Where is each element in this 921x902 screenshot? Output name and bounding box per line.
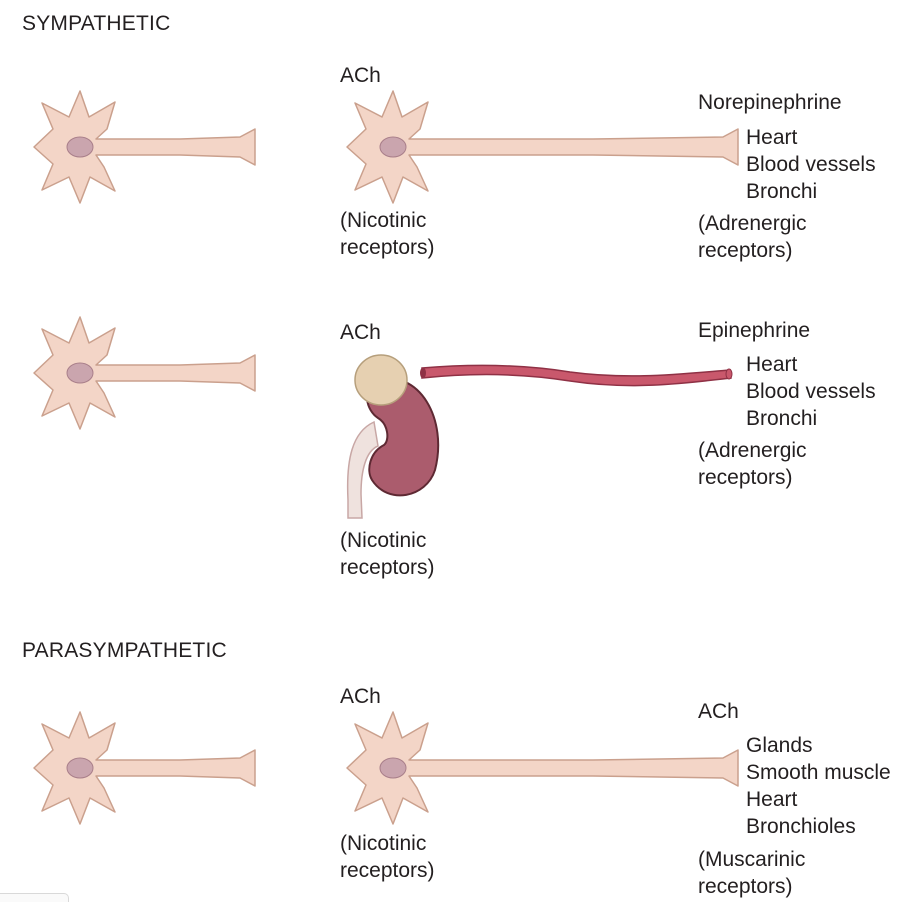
postganglionic-neuron-parasympathetic: [346, 711, 739, 825]
parasympathetic-targets: Glands Smooth muscle Heart Bronchioles: [746, 734, 891, 838]
sympathetic-2-ganglion-receptor: (Nicotinic receptors): [340, 529, 435, 579]
sympathetic-heading: SYMPATHETIC: [22, 12, 171, 35]
preganglionic-neuron-parasympathetic: [33, 711, 256, 825]
blood-vessel: [420, 364, 733, 387]
sympathetic-1-target-receptor: (Adrenergic receptors): [698, 212, 807, 262]
parasympathetic-target-receptor: (Muscarinic receptors): [698, 848, 806, 898]
postganglionic-neuron-sympathetic-1: [346, 90, 739, 204]
adrenal-kidney-illustration: [346, 354, 440, 519]
parasympathetic-heading: PARASYMPATHETIC: [22, 639, 227, 662]
corner-tab: [0, 893, 69, 902]
kidney-shape: [366, 377, 440, 497]
parasympathetic-ganglion-receptor: (Nicotinic receptors): [340, 832, 435, 882]
preganglionic-neuron-sympathetic-2: [33, 316, 256, 430]
sympathetic-2-targets: Heart Blood vessels Bronchi: [746, 353, 876, 430]
sympathetic-2-target-transmitter: Epinephrine: [698, 319, 811, 342]
sympathetic-1-ganglion-transmitter: ACh: [340, 64, 381, 87]
adrenal-gland-shape: [354, 354, 408, 406]
sympathetic-2-ganglion-transmitter: ACh: [340, 321, 381, 344]
ureter-shape: [346, 420, 379, 519]
parasympathetic-target-transmitter: ACh: [698, 700, 739, 723]
parasympathetic-ganglion-transmitter: ACh: [340, 685, 381, 708]
sympathetic-1-target-transmitter: Norepinephrine: [698, 91, 842, 114]
preganglionic-neuron-sympathetic-1: [33, 90, 256, 204]
sympathetic-1-targets: Heart Blood vessels Bronchi: [746, 126, 876, 203]
sympathetic-1-ganglion-receptor: (Nicotinic receptors): [340, 209, 435, 259]
sympathetic-2-target-receptor: (Adrenergic receptors): [698, 439, 807, 489]
